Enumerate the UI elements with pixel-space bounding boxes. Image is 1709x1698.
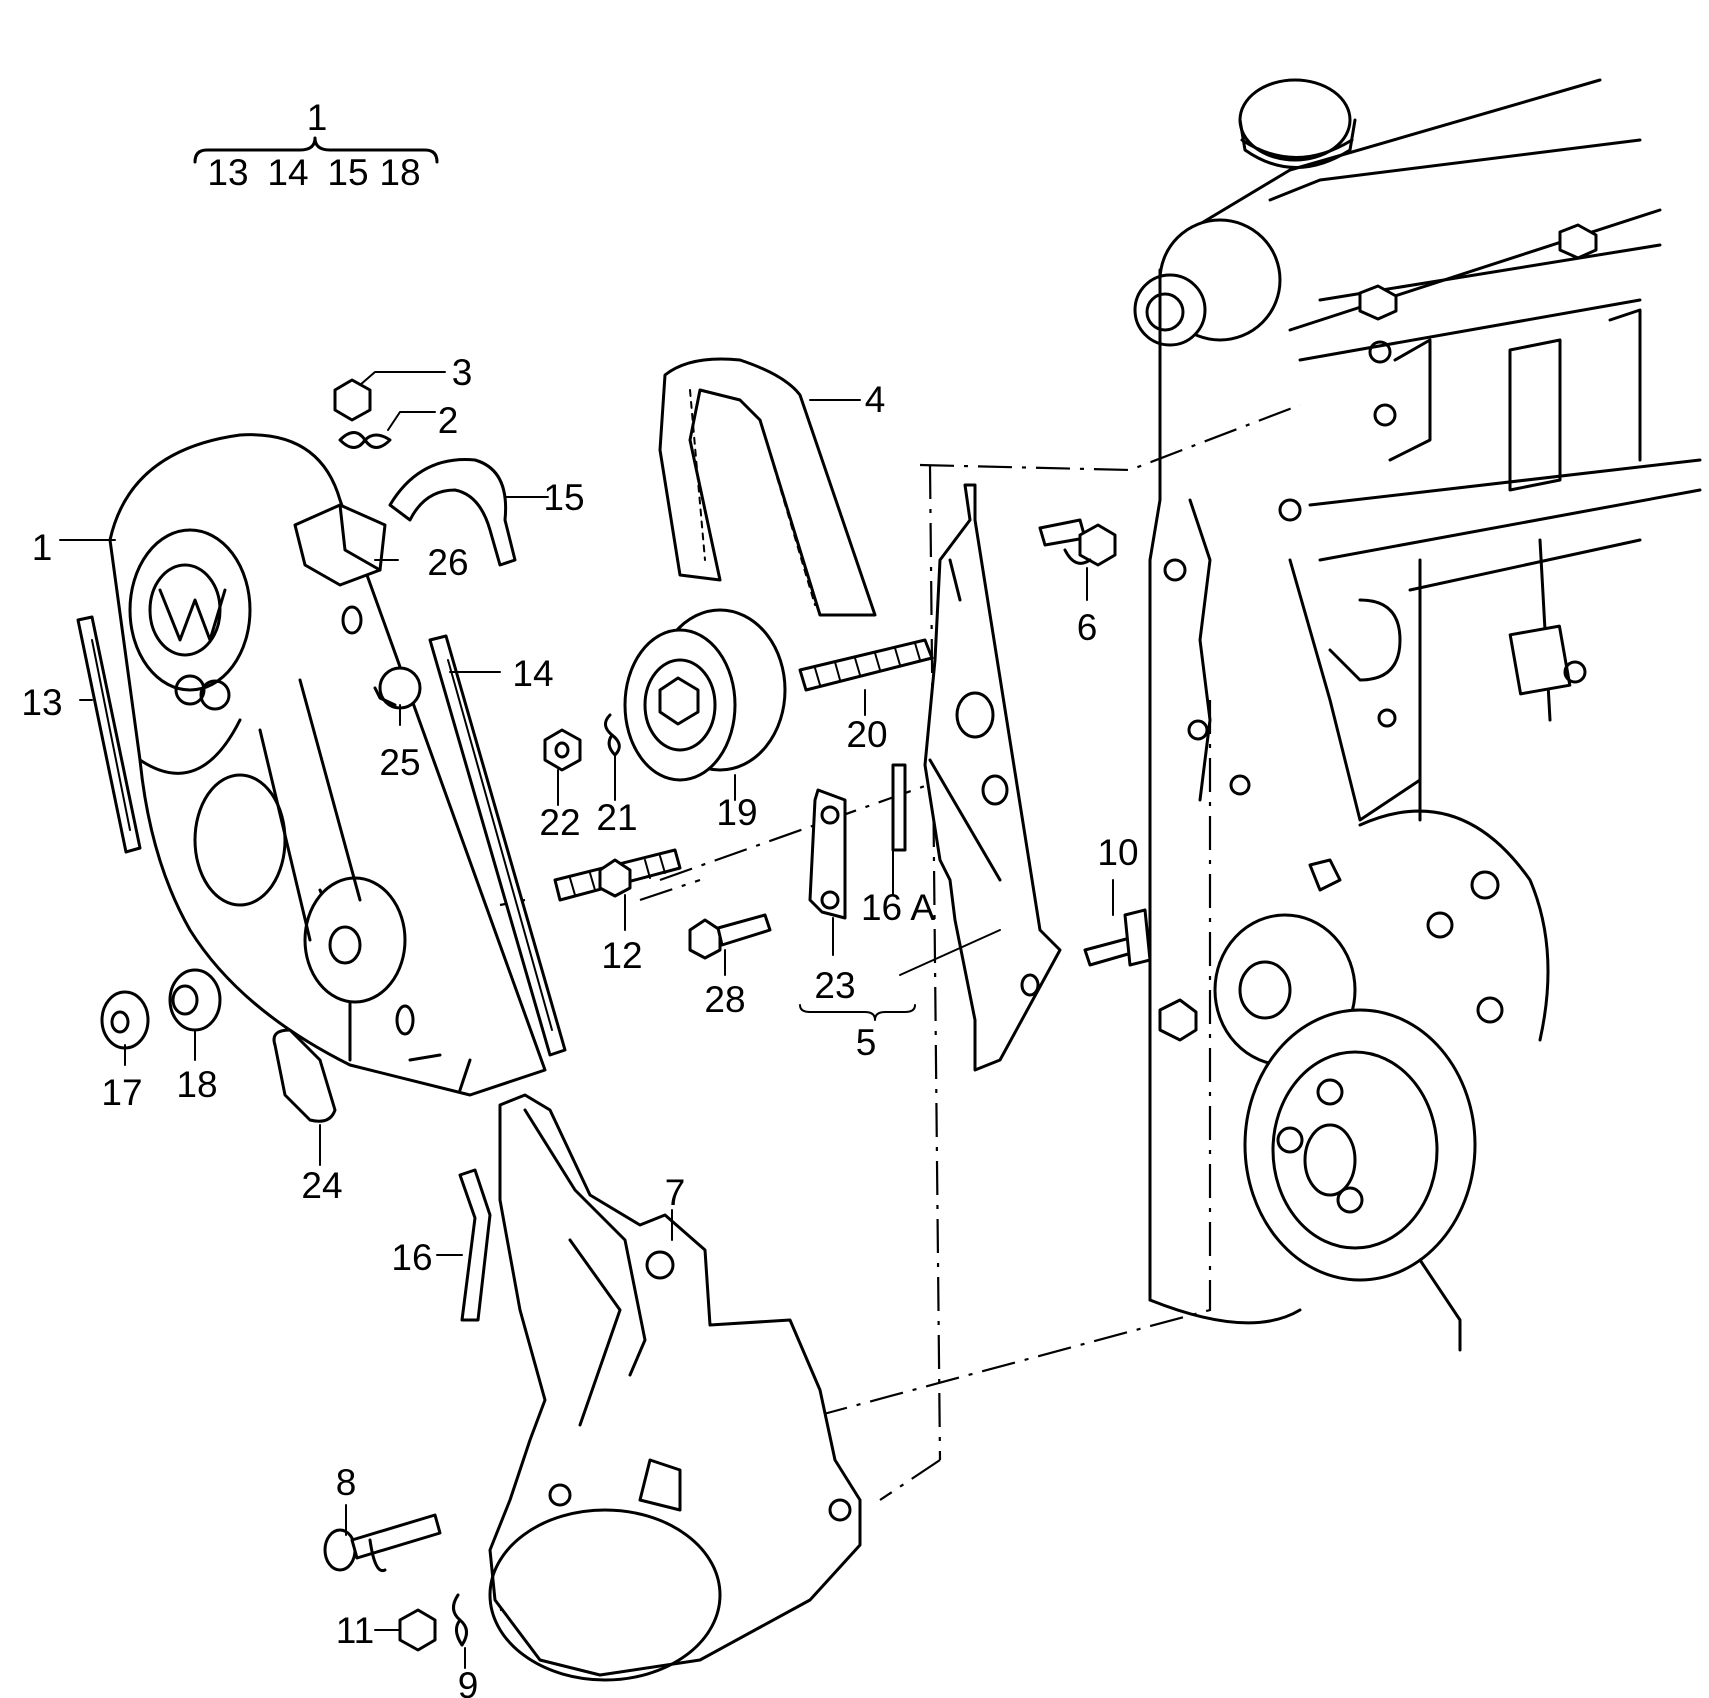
callout-17: 17 [101,1072,142,1113]
callout-14: 14 [512,653,553,694]
callout-28: 28 [704,979,745,1020]
callout-5: 5 [856,1022,877,1063]
part-7-lower-cover [488,1093,862,1682]
callout-22: 22 [539,802,580,843]
part-21-washer [604,713,621,757]
part-13-seal-strip [76,615,142,854]
part-5-rear-plate [923,483,1062,1072]
part-8-bolt [323,1513,442,1573]
part-24-plug [272,1028,337,1123]
part-19-tensioner-pulley [623,608,787,782]
callout-11: 11 [336,1610,374,1651]
callout-24: 24 [301,1165,342,1206]
callout-20: 20 [846,714,887,755]
part-11-nut [398,1608,437,1652]
header-child-label: 15 [327,152,368,193]
header-child-label: 13 [207,152,248,193]
part-4-timing-belt [658,357,877,617]
callout-8: 8 [336,1462,357,1503]
part-16-seal-strip [458,1168,492,1322]
callout-16a: 16 A [861,887,935,928]
leader-lines [59,136,1114,1669]
part-2-washer [338,431,392,449]
part-20-stud [798,638,934,692]
header-parent-label: 1 [307,97,328,138]
part-9-washer [452,1593,468,1647]
part-18-spacer [168,968,222,1032]
part-16a-seal-strip [891,763,907,852]
callout-3: 3 [452,352,473,393]
callout-18: 18 [176,1064,217,1105]
part-12-stud [553,848,682,902]
callout-1: 1 [32,527,53,568]
callout-25: 25 [379,742,420,783]
part-25-grommet [373,666,422,710]
callout-7: 7 [665,1172,686,1213]
callout-6: 6 [1077,607,1098,648]
part-10-t-bolt [1083,908,1152,967]
part-17-bolt [100,990,150,1050]
callout-15: 15 [543,477,584,518]
callout-16: 16 [391,1237,432,1278]
callout-19: 19 [716,792,757,833]
header-child-label: 18 [379,152,420,193]
callout-13: 13 [21,682,62,723]
callout-26: 26 [427,542,468,583]
part-14-seal-strip [428,634,567,1057]
callout-21: 21 [596,797,637,838]
callout-2: 2 [438,400,459,441]
callout-23: 23 [814,965,855,1006]
header-child-label: 14 [267,152,308,193]
part-22-nut [543,728,582,772]
callout-10: 10 [1097,832,1138,873]
part-6-bolt [1038,518,1117,567]
engine-block-illustration [1133,78,1702,1352]
part-3-nut [333,378,372,422]
part-1-upper-cover [108,433,547,1097]
part-15-clip [388,458,517,567]
callout-4: 4 [865,379,886,420]
callout-9: 9 [458,1665,479,1698]
callout-labels: 1 13 14 15 18 1 2 3 4 5 6 7 8 9 10 11 12… [21,97,1138,1698]
part-28-bolt [688,913,772,960]
callout-12: 12 [601,935,642,976]
part-23-plate [808,788,847,920]
part-26-retainer [293,503,387,635]
